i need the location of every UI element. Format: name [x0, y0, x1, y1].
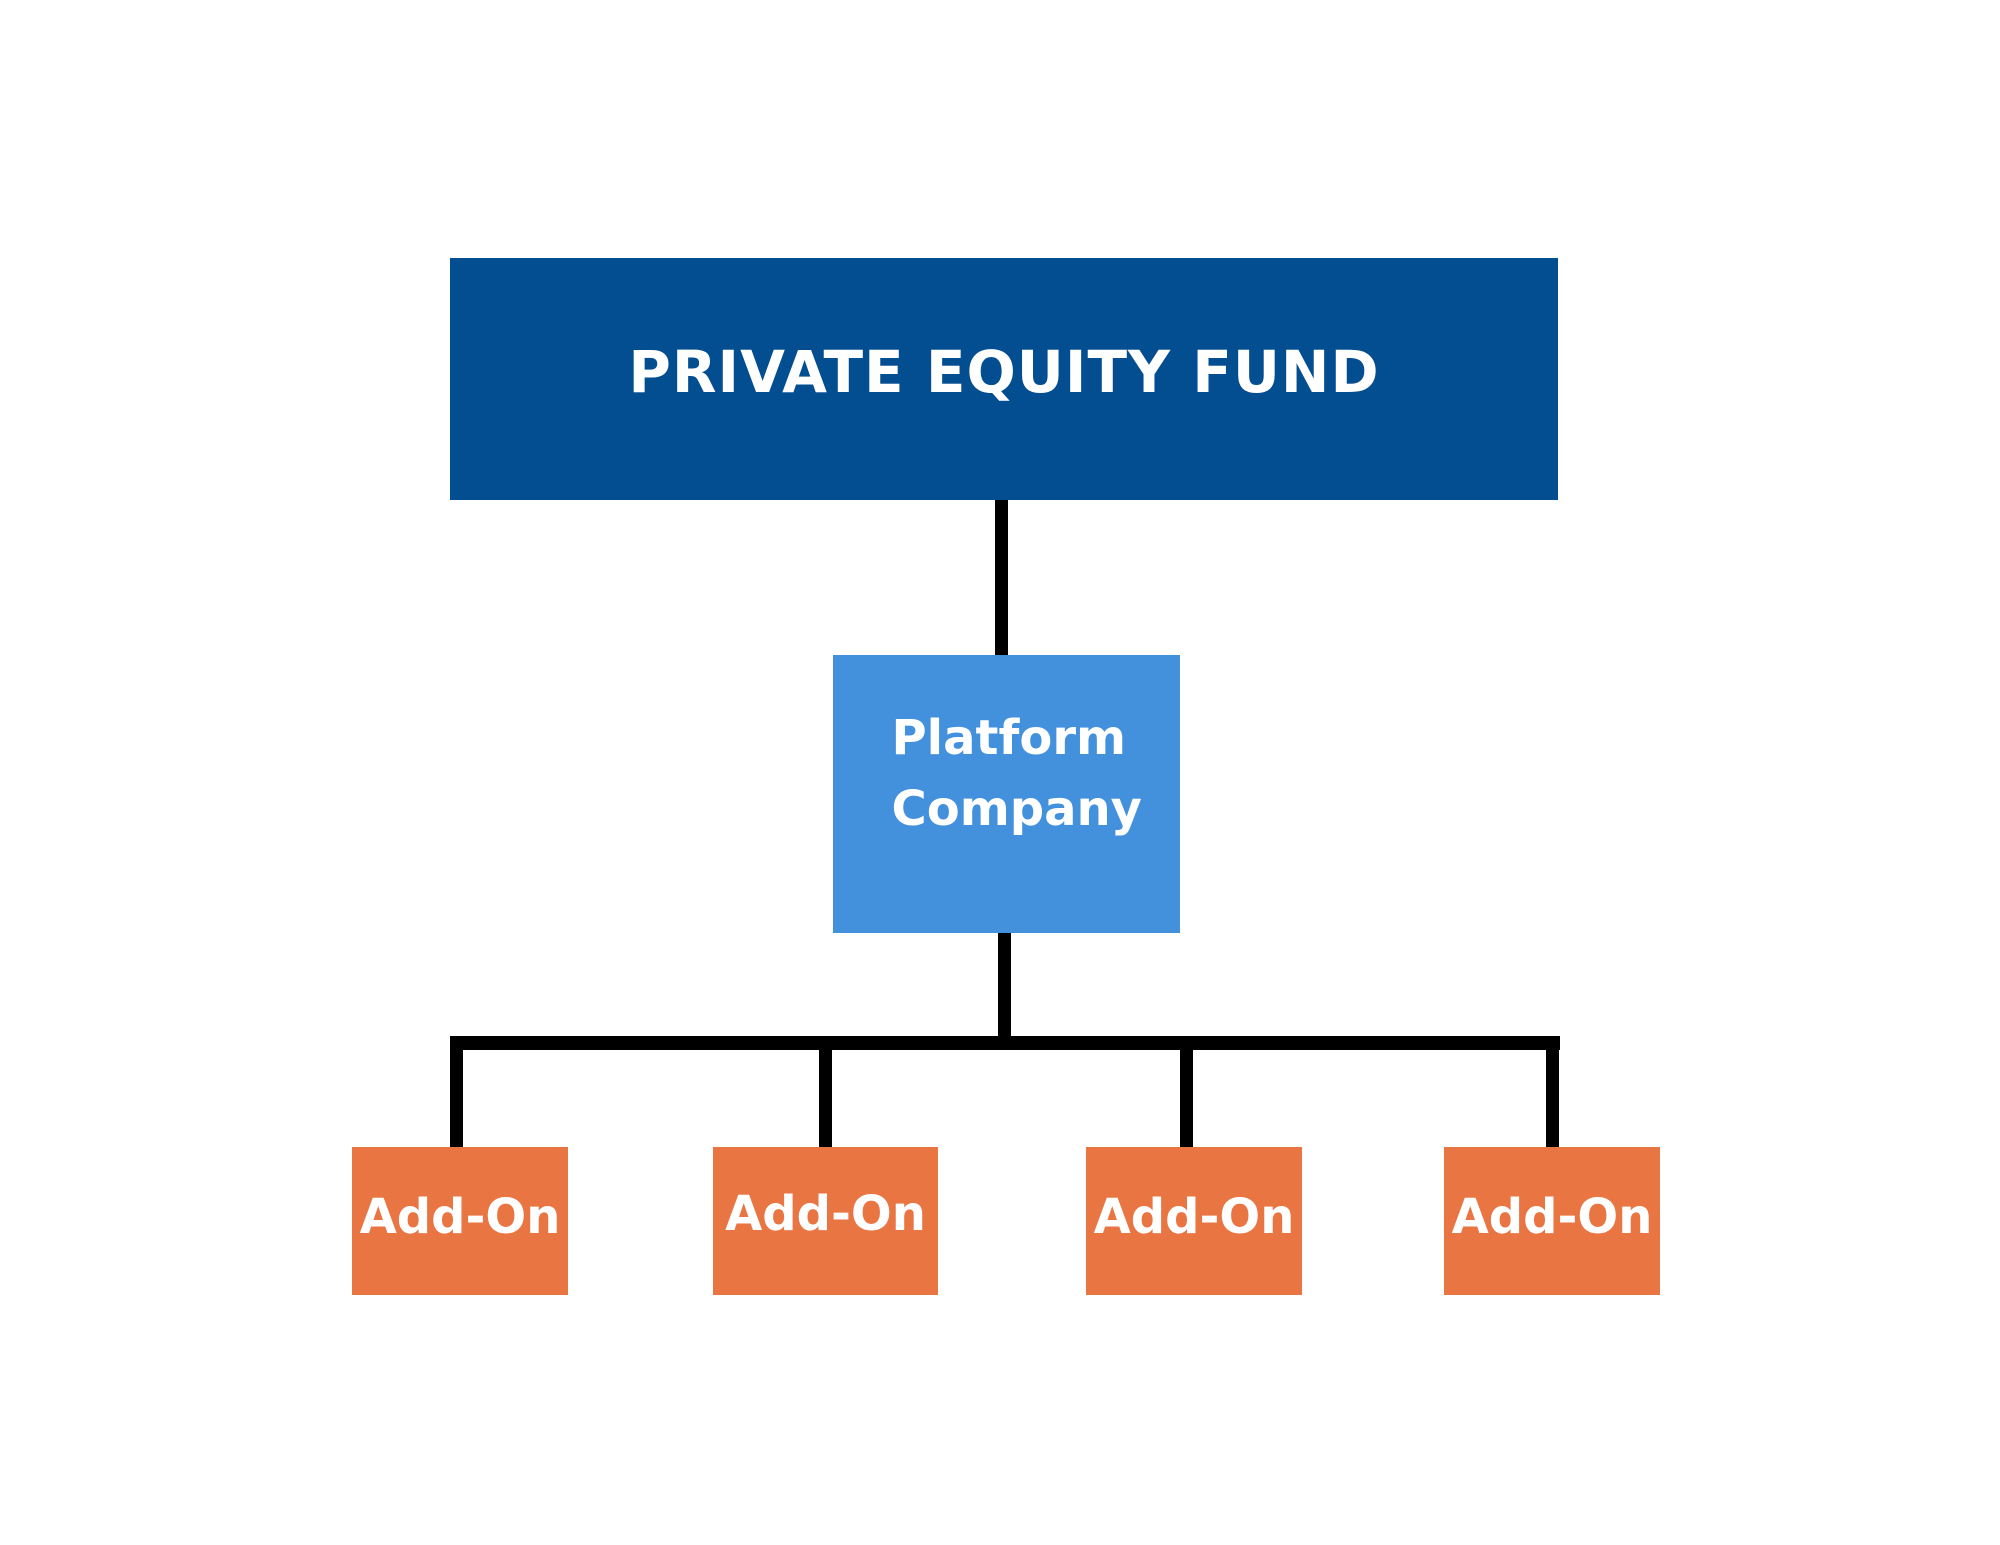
platform-company-label: Platform Company [891, 703, 1142, 845]
connector-platform-to-bus [998, 933, 1011, 1038]
connector-fund-to-platform [995, 500, 1008, 655]
private-equity-fund-box: PRIVATE EQUITY FUND [450, 258, 1558, 500]
add-on-label-2: Add-On [725, 1186, 926, 1242]
connector-drop-addon-3 [1180, 1046, 1193, 1147]
add-on-label-1: Add-On [359, 1189, 561, 1245]
private-equity-fund-label: PRIVATE EQUITY FUND [628, 338, 1380, 406]
connector-horizontal-bus [450, 1036, 1560, 1050]
connector-drop-addon-4 [1546, 1046, 1559, 1147]
add-on-box-1: Add-On [352, 1147, 568, 1295]
connector-drop-addon-1 [450, 1046, 463, 1147]
add-on-label-4: Add-On [1451, 1189, 1653, 1245]
platform-company-box: Platform Company [833, 655, 1180, 933]
platform-company-label-line2: Company [891, 781, 1142, 837]
platform-company-label-line1: Platform [891, 710, 1127, 766]
add-on-box-2: Add-On [713, 1147, 938, 1295]
add-on-box-3: Add-On [1086, 1147, 1302, 1295]
add-on-label-3: Add-On [1093, 1189, 1295, 1245]
connector-drop-addon-2 [819, 1046, 832, 1147]
add-on-box-4: Add-On [1444, 1147, 1660, 1295]
